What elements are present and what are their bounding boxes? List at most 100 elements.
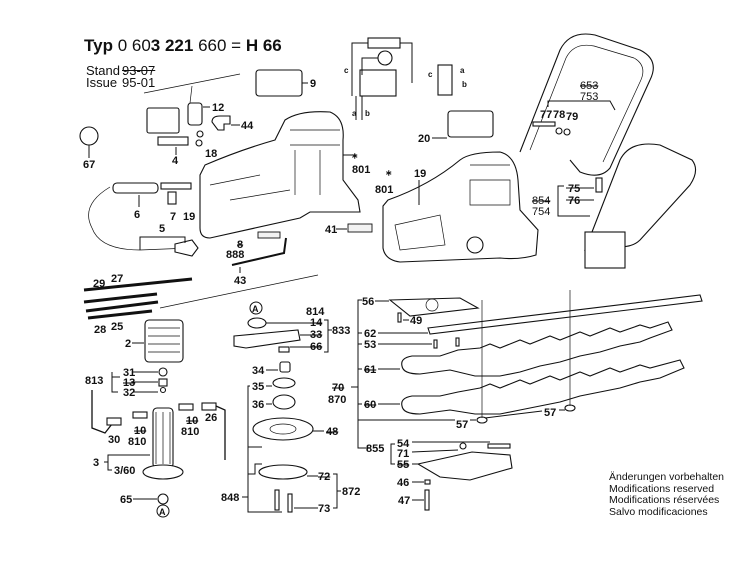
callout-870: 870 [328, 394, 346, 406]
crank-plate-33 [233, 329, 301, 349]
callout-70: 70 [332, 382, 344, 394]
gear-housing-plate-55 [416, 451, 513, 481]
wire-c-label: c [344, 66, 349, 75]
callout-A-bottom: A [159, 507, 166, 517]
screw-47 [424, 489, 430, 511]
callout-48: 48 [326, 426, 338, 438]
blade-60 [401, 359, 685, 415]
brush-holder-26 [201, 402, 217, 411]
connecting-rods [83, 277, 193, 320]
callout-27: 27 [111, 273, 123, 285]
guard-mount [584, 231, 626, 269]
callout-26: 26 [205, 412, 217, 424]
armature-fan [142, 464, 184, 480]
callout-848: 848 [221, 492, 239, 504]
screw-73a [274, 489, 280, 511]
callout-4: 4 [172, 155, 179, 167]
issue-label: Issue [86, 75, 118, 90]
callout-8: 8 [237, 239, 243, 251]
typ-prefix: 0 60 [117, 36, 151, 55]
callout-7: 7 [170, 211, 176, 223]
callout-10a: 10 [134, 425, 146, 437]
housing-right-half [382, 151, 539, 263]
schematic-capacitor [367, 37, 401, 49]
notice-line-es: Salvo modificaciones [609, 505, 708, 518]
callout-801a: 801 [352, 164, 370, 176]
callout-810a: 810 [128, 436, 146, 448]
brush-holder-30 [106, 417, 122, 426]
callout-71: 71 [397, 448, 409, 460]
wire-b-label: b [365, 109, 370, 118]
callout-75: 75 [568, 183, 580, 195]
callout-62: 62 [364, 328, 376, 340]
callout-61: 61 [364, 364, 376, 376]
callout-77: 77 [540, 109, 552, 121]
callout-19a: 19 [183, 211, 195, 223]
screw-73b [287, 493, 293, 513]
callout-19b: 19 [414, 168, 426, 180]
bearing-14 [247, 317, 267, 329]
capacitor-part-12 [187, 102, 203, 126]
model-name: H 66 [245, 36, 282, 55]
callout-47: 47 [398, 495, 410, 507]
callout-653: 653 [580, 80, 598, 92]
callout-753: 753 [580, 91, 598, 103]
callout-888: 888 [226, 249, 244, 261]
callout-67: 67 [83, 159, 95, 171]
callout-28: 28 [94, 324, 106, 336]
callout-41: 41 [325, 224, 337, 236]
callout-65: 65 [120, 494, 132, 506]
part-54 [487, 443, 511, 449]
washer-32 [159, 386, 167, 394]
callout-6: 6 [134, 209, 140, 221]
bolt-77 [532, 121, 556, 127]
wire-a-label: a [352, 109, 357, 118]
cord-sleeve-6 [112, 182, 159, 194]
typ-label: Typ [84, 36, 113, 55]
callout-13: 13 [123, 377, 135, 389]
washer-35 [272, 377, 296, 389]
callout-872: 872 [342, 486, 360, 498]
callout-813: 813 [85, 375, 103, 387]
callout-855: 855 [366, 443, 384, 455]
part-8-label [257, 231, 281, 239]
callout-854: 854 [532, 195, 550, 207]
callout-801a-mark: ⁎ [352, 149, 358, 161]
callout-31: 31 [123, 367, 135, 379]
callout-43: 43 [234, 275, 246, 287]
switch-part-4 [146, 107, 180, 134]
pin-71 [459, 442, 467, 450]
callout-3: 3 [93, 457, 99, 469]
part-41-strip [347, 223, 373, 233]
wire-c2-label: c [428, 70, 433, 79]
type-number-heading: Typ 0 603 221 660 = H 66 [84, 36, 282, 56]
callout-30: 30 [108, 434, 120, 446]
screw-53a [433, 339, 438, 349]
callout-33: 33 [310, 329, 322, 341]
eccentric-72 [258, 464, 308, 480]
label-plate-9 [255, 69, 303, 97]
callout-3-60: 3/60 [114, 465, 135, 477]
notice-line-en: Modifications reserved [609, 482, 715, 495]
screw-49 [397, 312, 402, 323]
callout-9: 9 [310, 78, 316, 90]
callout-32: 32 [123, 387, 135, 399]
stand-value: 93-07 [122, 63, 156, 78]
callout-35: 35 [252, 381, 264, 393]
callout-72: 72 [318, 471, 330, 483]
callout-34: 34 [252, 365, 265, 377]
callout-73: 73 [318, 503, 330, 515]
callout-25: 25 [111, 321, 123, 333]
part-44 [211, 115, 231, 131]
callout-78: 78 [553, 109, 565, 121]
housing-bearing-boss [466, 236, 484, 254]
callout-36: 36 [252, 399, 264, 411]
hex-key-43 [231, 237, 287, 266]
wiring-schematic: c a b c a b [344, 37, 467, 120]
brush-lead-right [215, 405, 226, 460]
callout-46: 46 [397, 477, 409, 489]
power-cord [88, 186, 191, 251]
housing-left-half [199, 111, 361, 239]
pin-66 [278, 346, 290, 353]
